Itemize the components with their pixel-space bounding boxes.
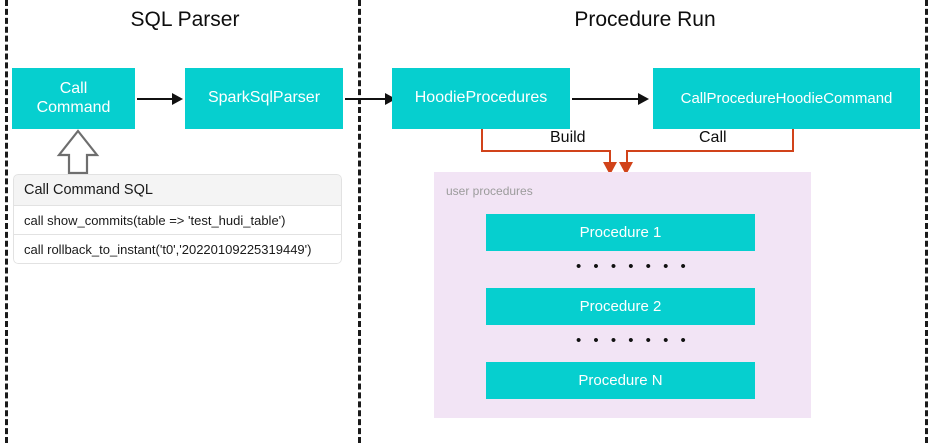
node-hoodie-procedures[interactable]: HoodieProcedures bbox=[392, 68, 570, 129]
edge-label-call: Call bbox=[694, 129, 732, 147]
connector-call-horizontal bbox=[626, 150, 794, 152]
procedure-box-1[interactable]: Procedure 1 bbox=[486, 214, 755, 251]
arrow-head-parser-to-hoodie-procedures bbox=[385, 93, 396, 105]
user-procedures-label: user procedures bbox=[446, 184, 533, 198]
arrow-head-call-command-to-parser bbox=[172, 93, 183, 105]
node-spark-sql-parser[interactable]: SparkSqlParser bbox=[185, 68, 343, 129]
connector-build-vertical-end bbox=[609, 150, 611, 166]
procedures-ellipsis-1: • • • • • • • bbox=[576, 258, 690, 275]
connector-build-vertical-start bbox=[481, 129, 483, 151]
arrow-head-hoodie-procedures-to-call-command-node bbox=[638, 93, 649, 105]
procedure-box-2[interactable]: Procedure 2 bbox=[486, 288, 755, 325]
procedure-box-n[interactable]: Procedure N bbox=[486, 362, 755, 399]
connector-call-vertical-end bbox=[626, 150, 628, 166]
connector-call-arrowhead bbox=[619, 162, 633, 175]
arrow-call-command-to-parser bbox=[137, 98, 173, 100]
edge-label-build: Build bbox=[545, 129, 591, 147]
arrow-parser-to-hoodie-procedures bbox=[345, 98, 388, 100]
divider-right bbox=[925, 0, 928, 443]
section-title-sql-parser: SQL Parser bbox=[130, 8, 240, 31]
call-command-sql-panel: Call Command SQL call show_commits(table… bbox=[13, 174, 342, 264]
connector-build-horizontal bbox=[481, 150, 611, 152]
sql-panel-header: Call Command SQL bbox=[13, 174, 342, 206]
sql-row-show-commits[interactable]: call show_commits(table => 'test_hudi_ta… bbox=[13, 206, 342, 235]
procedures-ellipsis-2: • • • • • • • bbox=[576, 332, 690, 349]
divider-middle bbox=[358, 0, 361, 443]
sql-row-rollback-to-instant[interactable]: call rollback_to_instant('t0','202201092… bbox=[13, 235, 342, 264]
arrow-hoodie-procedures-to-call-command-node bbox=[572, 98, 640, 100]
section-title-procedure-run: Procedure Run bbox=[574, 8, 716, 31]
connector-call-vertical-start bbox=[792, 129, 794, 151]
hollow-up-arrow-icon bbox=[55, 128, 101, 181]
divider-left bbox=[5, 0, 8, 443]
node-call-procedure-hoodie-command[interactable]: CallProcedureHoodieCommand bbox=[653, 68, 920, 129]
connector-build-arrowhead bbox=[603, 162, 617, 175]
